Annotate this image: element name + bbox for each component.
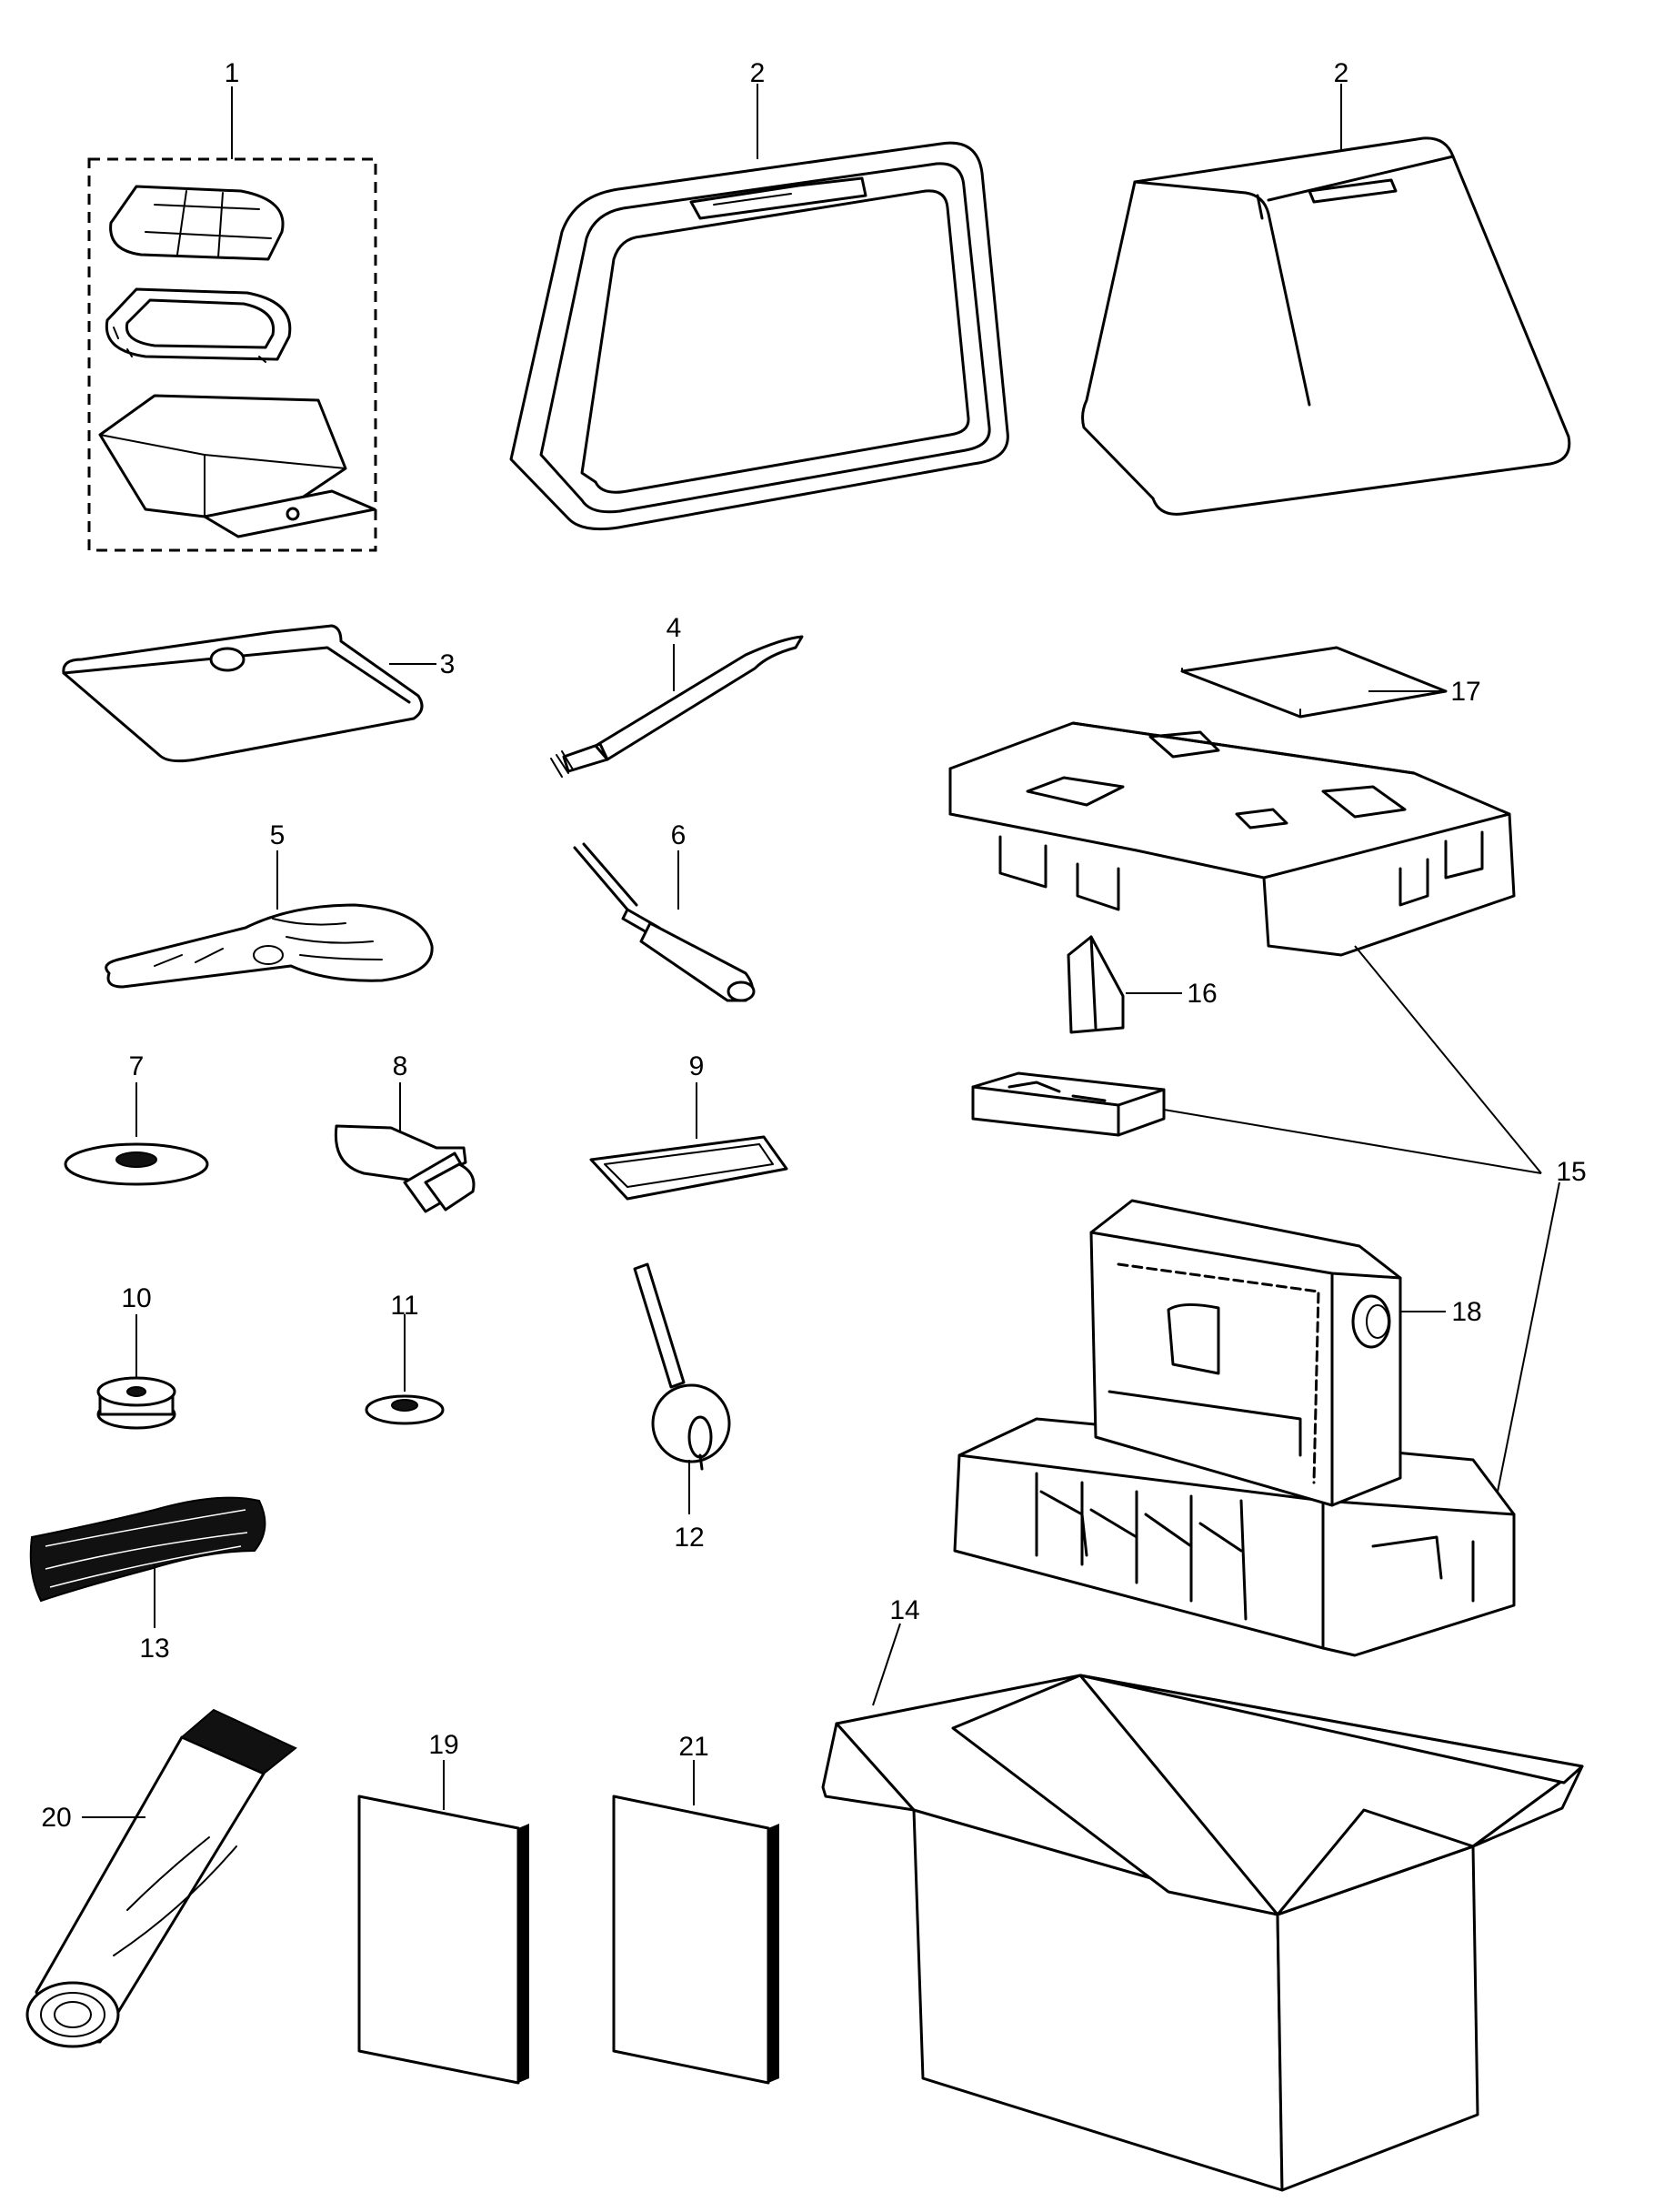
part-9-felt (589, 1082, 788, 1201)
part-11-spool-cap-small (365, 1314, 445, 1425)
callout-19: 19 (428, 1730, 458, 1760)
part-18-machine-foam-base (953, 1199, 1516, 1657)
callout-10: 10 (121, 1283, 151, 1313)
part-5-screwdriver (105, 850, 434, 989)
part-1-embroidery-kit (87, 86, 377, 552)
callout-6: 6 (671, 820, 687, 850)
part-2-soft-case (509, 84, 1009, 531)
part-4-lint-brush (550, 635, 804, 778)
part-16-wedge (1067, 935, 1182, 1034)
callout-20: 20 (41, 1803, 71, 1833)
callout-2a: 2 (750, 58, 766, 88)
callout-18: 18 (1451, 1297, 1481, 1327)
part-13-thread-net (29, 1496, 266, 1628)
callout-8: 8 (393, 1051, 408, 1081)
part-2-hard-cover (1081, 84, 1571, 516)
callout-1: 1 (225, 58, 240, 88)
part-14-carton (821, 1623, 1584, 2192)
part-17-sheet (1180, 646, 1448, 719)
callout-3: 3 (440, 649, 456, 679)
part-6-seam-ripper (573, 842, 756, 1002)
callout-13: 13 (139, 1634, 169, 1664)
part-3-pouch (62, 624, 436, 763)
hoop-frame (105, 287, 292, 363)
part-21-booklet (612, 1760, 779, 2085)
callout-21: 21 (678, 1732, 708, 1762)
callout-14: 14 (889, 1595, 919, 1625)
hoop-base (98, 394, 376, 538)
part-15-foam-block (971, 1071, 1166, 1137)
part-8-clamp (334, 1082, 476, 1213)
callout-11: 11 (390, 1291, 418, 1321)
callout-7: 7 (129, 1051, 145, 1081)
part-7-spool-cap (64, 1082, 209, 1186)
callout-17: 17 (1450, 677, 1480, 707)
callout-15-leaders (1163, 945, 1560, 1502)
part-19-booklet (357, 1760, 529, 2085)
callout-12: 12 (674, 1523, 704, 1553)
callout-2b: 2 (1334, 58, 1349, 88)
part-15-foam-top (948, 721, 1516, 957)
part-10-bobbin (96, 1314, 176, 1430)
part-20-oil-tube (25, 1708, 297, 2048)
callout-16: 16 (1187, 979, 1217, 1009)
template-sheet (109, 185, 285, 261)
callout-9: 9 (689, 1051, 705, 1081)
callout-5: 5 (270, 820, 286, 850)
callout-15: 15 (1556, 1157, 1586, 1187)
callout-4: 4 (667, 613, 682, 643)
part-12-spool-pin (633, 1262, 731, 1514)
